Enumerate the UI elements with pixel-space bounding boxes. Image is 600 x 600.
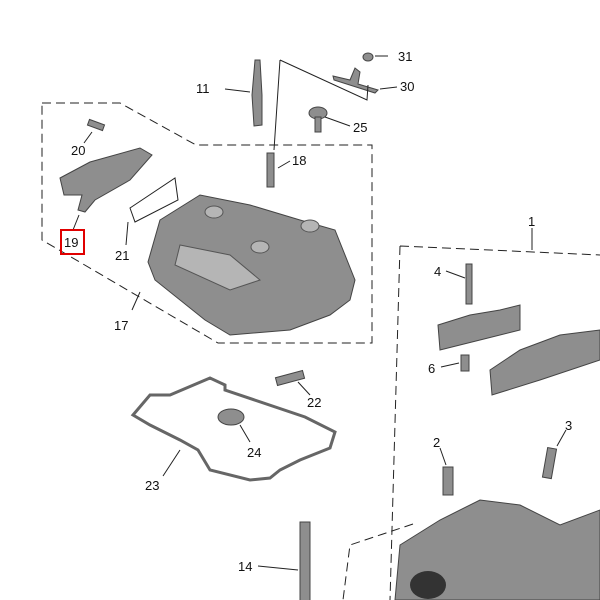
leader-lines <box>72 55 567 571</box>
part-11-group-line <box>273 59 369 151</box>
label-22[interactable]: 22 <box>307 395 321 410</box>
cylinder-head <box>394 499 600 600</box>
label-6[interactable]: 6 <box>428 361 435 376</box>
part-22-plate <box>274 369 306 387</box>
label-1[interactable]: 1 <box>528 214 535 229</box>
part-25-bolt <box>308 106 328 133</box>
part-20-bolt <box>86 118 106 132</box>
part-14-bolt <box>299 521 311 600</box>
group-17-outline <box>41 102 373 344</box>
label-17[interactable]: 17 <box>114 318 128 333</box>
cam-cap-left <box>437 304 521 351</box>
label-21[interactable]: 21 <box>115 248 129 263</box>
part-6-dowel <box>460 354 470 372</box>
part-3-valve-guide <box>541 446 558 480</box>
label-4[interactable]: 4 <box>434 264 441 279</box>
part-18-sensor <box>266 152 275 188</box>
label-14[interactable]: 14 <box>238 559 252 574</box>
part-31-nut <box>362 52 374 62</box>
label-18[interactable]: 18 <box>292 153 306 168</box>
group-1-outline <box>389 245 600 600</box>
part-24-seal <box>217 408 245 426</box>
part-19-breather <box>59 147 153 213</box>
label-30[interactable]: 30 <box>400 79 414 94</box>
label-25[interactable]: 25 <box>353 120 367 135</box>
part-2-valve-guide <box>442 466 454 496</box>
part-11-spark-plug <box>251 59 263 127</box>
part-21-gasket <box>129 177 179 223</box>
label-19[interactable]: 19 <box>64 235 78 250</box>
label-23[interactable]: 23 <box>145 478 159 493</box>
label-11[interactable]: 11 <box>196 81 210 96</box>
part-4-bolt <box>465 263 473 305</box>
part-30-bracket <box>332 67 379 94</box>
label-31[interactable]: 31 <box>398 49 412 64</box>
head-port <box>410 571 446 599</box>
label-24[interactable]: 24 <box>247 445 261 460</box>
label-20[interactable]: 20 <box>71 143 85 158</box>
group-inner-outline <box>342 523 414 600</box>
part-23-gasket <box>130 376 337 482</box>
label-3[interactable]: 3 <box>565 418 572 433</box>
highlight-box-19 <box>60 229 85 255</box>
valve-cover <box>147 194 356 336</box>
label-2[interactable]: 2 <box>433 435 440 450</box>
cam-cap-right <box>489 329 600 396</box>
